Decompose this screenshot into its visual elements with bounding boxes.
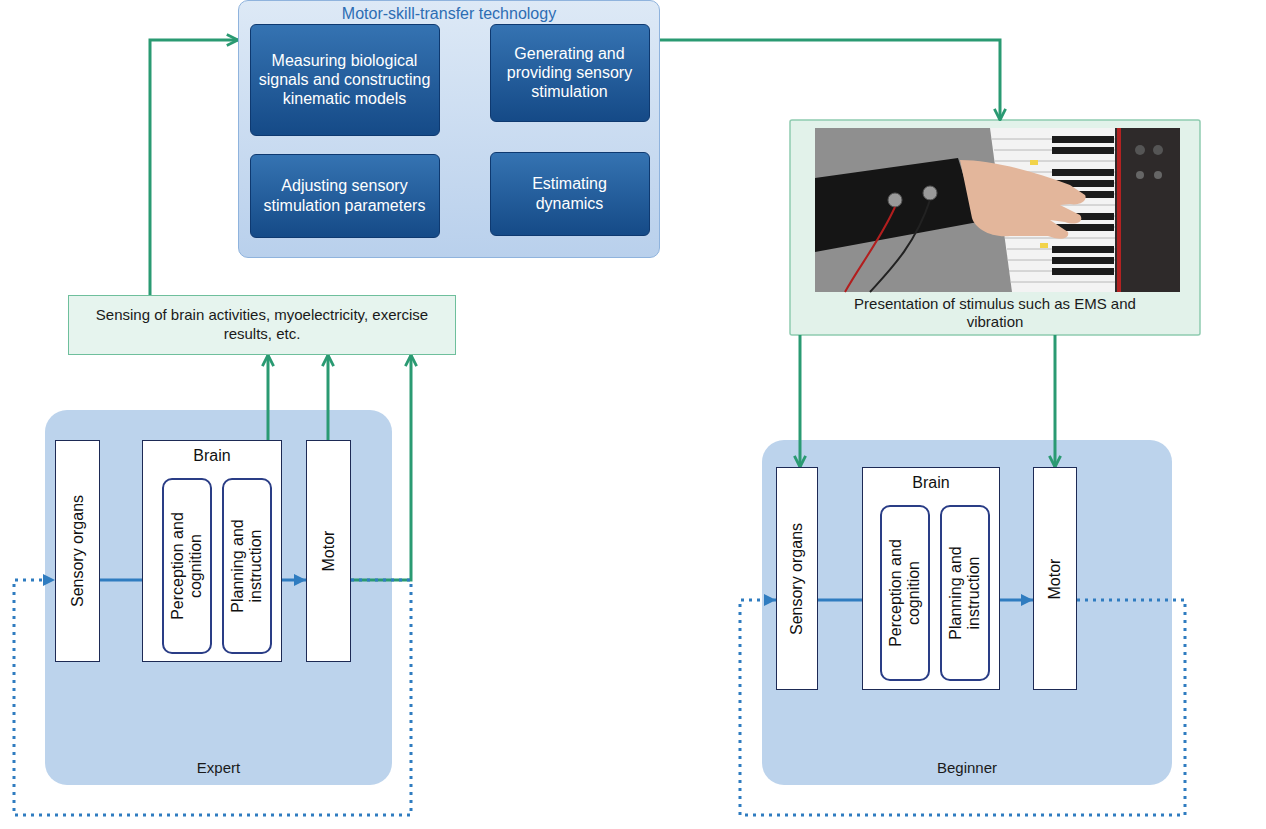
piano-knob (1136, 171, 1144, 179)
body-part-box: Sensory organs (55, 440, 100, 662)
box-heading: Brain (143, 446, 281, 465)
box-label: Sensing of brain activities, myoelectric… (77, 306, 447, 344)
connector-arrow (799, 335, 802, 467)
box-label: Estimating dynamics (499, 174, 641, 212)
electrode-wire (845, 207, 895, 292)
black-key (1052, 246, 1114, 253)
panel-heading: Motor-skill-transfer technology (239, 4, 659, 23)
connector-arrow (1054, 335, 1057, 467)
black-key (1052, 268, 1114, 275)
technology-panel: Motor-skill-transfer technologyMeasuring… (238, 0, 660, 258)
connector-group (14, 40, 1185, 815)
box-label: Generating and providing sensory stimula… (499, 44, 641, 102)
process-box: Estimating dynamics (490, 152, 650, 236)
process-box: Adjusting sensory stimulation parameters (250, 154, 440, 238)
key-sticker (1040, 243, 1048, 248)
box-label: Sensory organs (788, 474, 806, 683)
piano-trim (1117, 128, 1121, 292)
key-gap (995, 161, 1115, 162)
black-key (1052, 136, 1114, 143)
black-key (1052, 147, 1114, 154)
electrode (888, 193, 902, 207)
connector-arrow (150, 40, 238, 295)
person-panel: Beginner Sensory organs BrainPerception an… (762, 440, 1172, 785)
box-label: Sensory organs (68, 447, 86, 655)
arm-sleeve (815, 158, 978, 252)
box-label: Perception and cognition (168, 485, 205, 647)
expert-panel-fill (45, 410, 392, 785)
body-part-box: Sensory organs (776, 467, 818, 690)
brain-function-box: Planning and instruction (940, 505, 990, 681)
piano-knob (1153, 145, 1163, 155)
person-panel: Expert Sensory organs BrainPerception and … (45, 410, 392, 785)
beginner-panel-fill (762, 440, 1172, 785)
presentation-panel-fill (790, 120, 1200, 335)
connector-arrow (660, 40, 1000, 120)
photo-background (815, 128, 1180, 292)
piano-photo (815, 128, 1180, 292)
process-box: Generating and providing sensory stimula… (490, 24, 650, 122)
brain-function-box: Perception and cognition (162, 478, 212, 654)
box-label: Perception and cognition (886, 512, 923, 674)
sensing-box: Sensing of brain activities, myoelectric… (68, 295, 456, 355)
piano-knob (1154, 171, 1162, 179)
brain-box: BrainPerception and cognition Planning an… (142, 440, 282, 662)
connector-arrow (327, 355, 330, 440)
box-label: Measuring biological signals and constru… (259, 51, 431, 109)
box-label: Motor (319, 447, 337, 655)
electrode-wire (870, 200, 930, 292)
box-label: Planning and instruction (946, 512, 983, 674)
box-label: Planning and instruction (228, 485, 265, 647)
panel-label: Beginner (762, 759, 1172, 777)
key-sticker (1030, 160, 1038, 165)
black-key (1052, 169, 1114, 176)
body-part-box: Motor (306, 440, 351, 662)
brain-function-box: Perception and cognition (880, 505, 930, 681)
caption: Presentation of stimulus such as EMS and… (845, 295, 1145, 331)
black-keys (1052, 136, 1114, 275)
box-heading: Brain (863, 473, 999, 492)
box-label: Adjusting sensory stimulation parameters (259, 176, 431, 214)
piano-knob (1135, 145, 1145, 155)
electrode (923, 186, 937, 200)
piano-panel (1115, 128, 1180, 292)
panel-label: Expert (45, 759, 392, 777)
key-gap (1011, 282, 1115, 283)
connector-arrow (351, 355, 411, 580)
connector-arrow (267, 355, 270, 440)
brain-function-box: Planning and instruction (222, 478, 272, 654)
body-part-box: Motor (1033, 467, 1077, 690)
black-key (1052, 257, 1114, 264)
hand (960, 160, 1086, 239)
brain-box: BrainPerception and cognition Planning an… (862, 467, 1000, 690)
process-box: Measuring biological signals and constru… (250, 24, 440, 136)
box-label: Motor (1046, 474, 1064, 683)
stimulus-panel: Presentation of stimulus such as EMS and… (790, 120, 1200, 335)
